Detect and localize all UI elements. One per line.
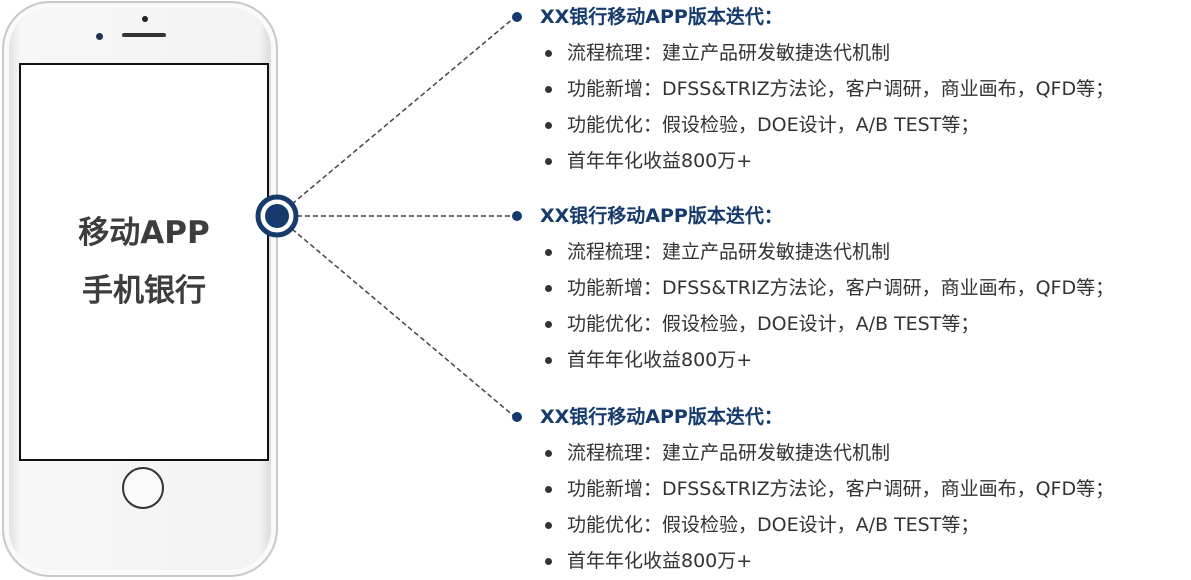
list-item: 功能优化：假设检验，DOE设计，A/B TEST等；	[510, 507, 1114, 543]
screen-title-line1: 移动APP	[78, 215, 210, 251]
list-item: 功能优化：假设检验，DOE设计，A/B TEST等；	[510, 306, 1114, 342]
hub-node-center	[265, 204, 289, 228]
list-item: 功能优化：假设检验，DOE设计，A/B TEST等；	[510, 107, 1114, 143]
list-item: 流程梳理：建立产品研发敏捷迭代机制	[510, 435, 1114, 471]
connector-3	[291, 228, 516, 418]
phone-mockup: 移动APP 手机银行	[2, 1, 278, 577]
list-item: 首年年化收益800万+	[510, 143, 1114, 179]
camera-icon	[96, 33, 103, 40]
sensor-dot	[142, 16, 148, 22]
iteration-group-1: XX银行移动APP版本迭代： 流程梳理：建立产品研发敏捷迭代机制 功能新增：DF…	[510, 0, 1114, 179]
iteration-group-3: XX银行移动APP版本迭代： 流程梳理：建立产品研发敏捷迭代机制 功能新增：DF…	[510, 399, 1114, 579]
iteration-group-2: XX银行移动APP版本迭代： 流程梳理：建立产品研发敏捷迭代机制 功能新增：DF…	[510, 198, 1114, 378]
list-item: 功能新增：DFSS&TRIZ方法论，客户调研，商业画布，QFD等；	[510, 471, 1114, 507]
home-button	[122, 467, 164, 509]
speaker-grille	[122, 33, 166, 37]
list-item: 流程梳理：建立产品研发敏捷迭代机制	[510, 35, 1114, 71]
list-item: 功能新增：DFSS&TRIZ方法论，客户调研，商业画布，QFD等；	[510, 270, 1114, 306]
group-title: XX银行移动APP版本迭代：	[510, 399, 1114, 435]
phone-screen: 移动APP 手机银行	[19, 63, 269, 461]
connector-1	[291, 16, 516, 205]
list-item: 首年年化收益800万+	[510, 342, 1114, 378]
group-title: XX银行移动APP版本迭代：	[510, 0, 1114, 35]
list-item: 功能新增：DFSS&TRIZ方法论，客户调研，商业画布，QFD等；	[510, 71, 1114, 107]
list-item: 首年年化收益800万+	[510, 543, 1114, 579]
list-item: 流程梳理：建立产品研发敏捷迭代机制	[510, 234, 1114, 270]
screen-title-line2: 手机银行	[82, 273, 206, 309]
group-title: XX银行移动APP版本迭代：	[510, 198, 1114, 234]
